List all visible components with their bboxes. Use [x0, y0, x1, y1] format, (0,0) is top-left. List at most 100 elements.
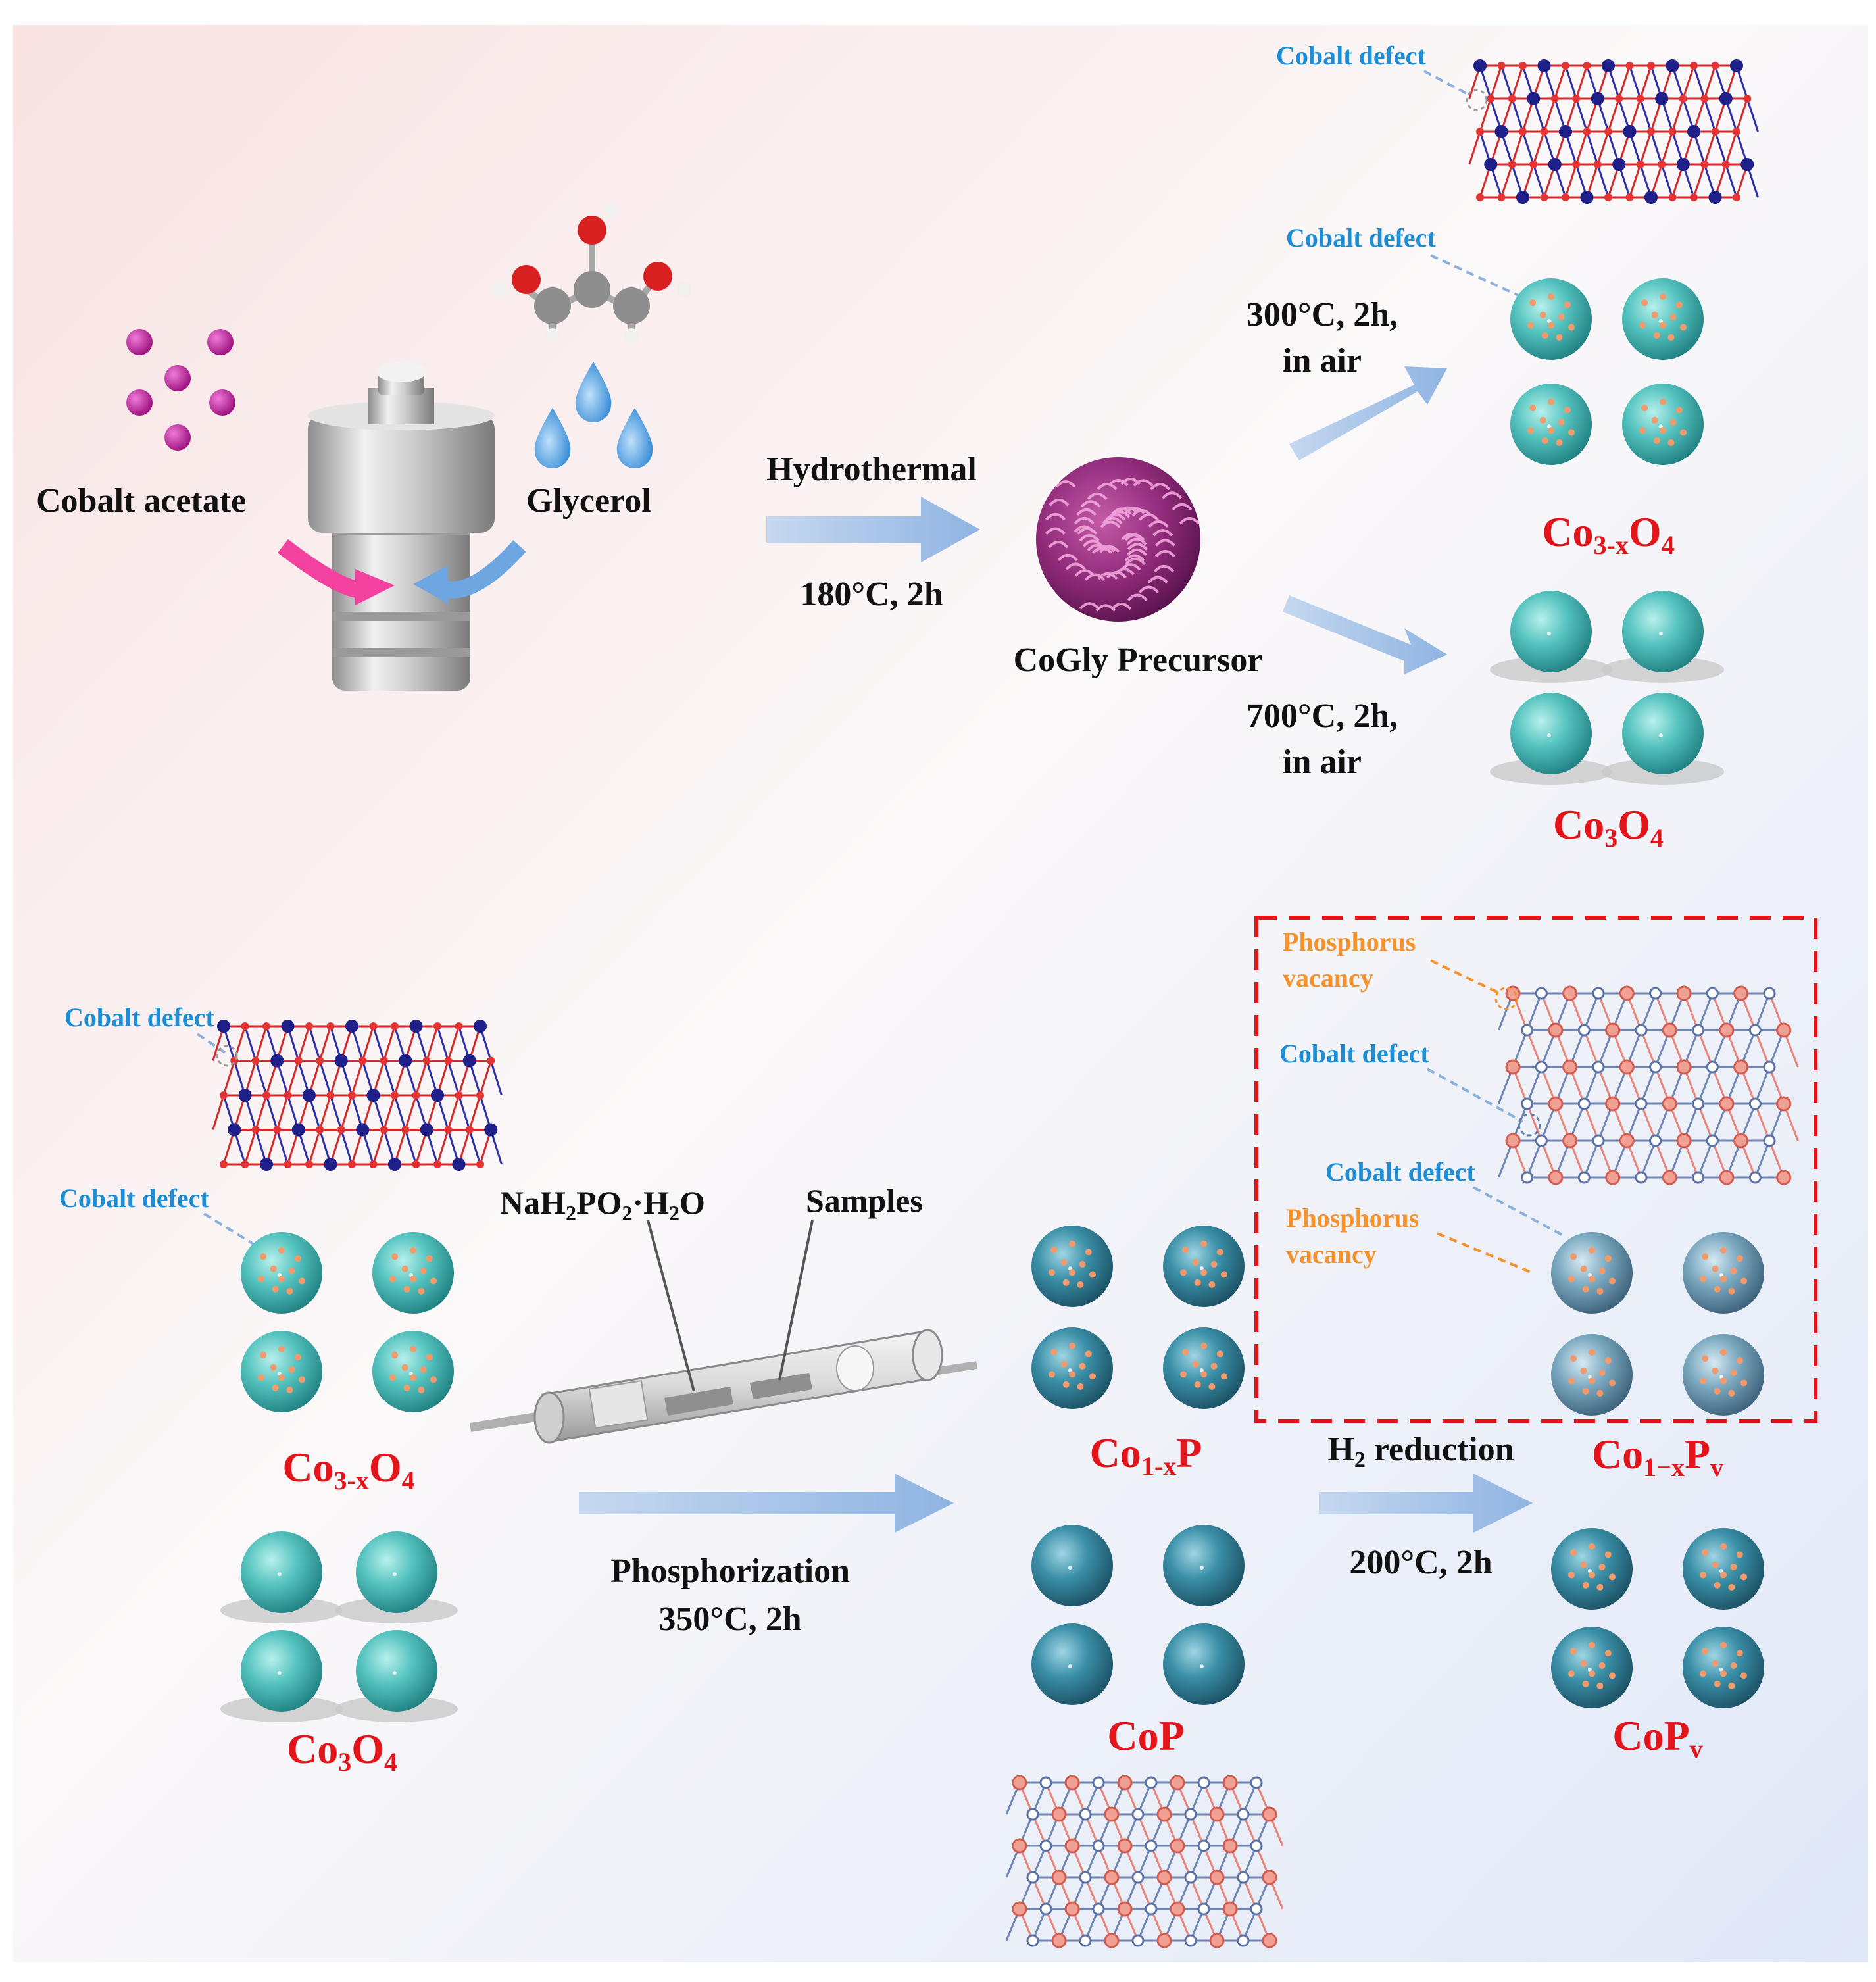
co3-xo4-sphere-defect-dot: [1548, 427, 1554, 434]
left-lattice-bond: [383, 1060, 396, 1096]
top-lattice-bond: [1543, 98, 1556, 132]
left-lattice-atom: [465, 1126, 474, 1134]
top-lattice-bond: [1682, 65, 1695, 99]
top-lattice-bond: [1639, 98, 1652, 132]
co1-xp-sphere-defect-dot: [1050, 1349, 1058, 1356]
cop-lattice-atom: [1104, 1806, 1120, 1822]
vacancy-lattice-atom: [1521, 1171, 1534, 1184]
co3-xo4-sphere-left-defect-dot: [260, 1352, 267, 1359]
cobalt-defect-marker-box: [1518, 1113, 1541, 1137]
left-lattice-atom: [251, 1126, 260, 1134]
left-lattice-atom: [380, 1126, 388, 1134]
copv-sphere-defect-dot: [1730, 1563, 1737, 1570]
precursor-petal: [1111, 507, 1132, 515]
left-lattice-bond: [447, 1095, 460, 1130]
co3-xo4-sphere-left-defect-dot: [299, 1277, 305, 1285]
top-lattice-atom: [1721, 161, 1730, 168]
left-lattice-atom: [455, 1091, 463, 1099]
co1-xp-sphere-defect-dot: [1208, 1281, 1216, 1288]
co3-xo4-sphere-left-defect-dot: [403, 1285, 410, 1293]
co3-xo4-sphere-left-defect-dot: [391, 1352, 399, 1359]
left-lattice-bond: [458, 1095, 471, 1130]
top-lattice-atom: [1700, 161, 1709, 168]
top-lattice-bond: [1500, 65, 1514, 99]
vacancy-lattice-atom: [1676, 1059, 1692, 1075]
co3-xo4-sphere-defect-dot: [1568, 324, 1575, 331]
vacancy-lattice-bond: [1754, 993, 1771, 1031]
left-lattice-atom: [281, 1020, 295, 1033]
co3-xo4-sphere-left-defect-dot: [426, 1255, 433, 1262]
left-lattice-bond: [244, 1129, 257, 1165]
co3o4-sphere-highlight: [1658, 733, 1663, 738]
co1-xp-sphere-defect-dot: [1200, 1342, 1207, 1349]
cop-lattice-atom: [1222, 1901, 1238, 1917]
cop-sphere-highlight: [1068, 1566, 1072, 1570]
co1-xp-sphere-defect-dot: [1049, 1269, 1055, 1276]
cop-lattice-atom: [1012, 1838, 1027, 1854]
co1-xpv-sphere: [1683, 1232, 1764, 1314]
co1-xpv-sphere-defect-dot: [1728, 1287, 1735, 1295]
top-lattice-atom: [1604, 193, 1612, 201]
co3o4-spheres-left: [220, 1531, 458, 1722]
precursor-petal: [1179, 516, 1200, 525]
vacancy-lattice-bond: [1583, 1103, 1600, 1141]
precursor-petal: [1127, 543, 1148, 551]
co3-xo4-sphere-defect-dot: [1653, 437, 1660, 444]
co3o4-sphere-left: [356, 1531, 437, 1613]
left-lattice-atom: [476, 1160, 484, 1168]
co3-xo4-sphere-defect-dot: [1539, 416, 1546, 424]
top-lattice-bond: [1617, 65, 1631, 99]
co3o4-title: Co3O4: [1553, 801, 1664, 853]
vacancy-lattice-atom: [1619, 1133, 1635, 1149]
co1-xp-sphere-defect-dot: [1200, 1240, 1207, 1247]
copv-spheres: [1551, 1528, 1764, 1708]
co1-xpv-sphere-defect-dot: [1609, 1277, 1616, 1285]
vacancy-lattice-bond: [1526, 1103, 1543, 1141]
left-lattice-bond: [318, 1026, 332, 1061]
top-lattice-atom: [1540, 193, 1548, 201]
precursor-petal: [1126, 548, 1147, 557]
top-lattice-bond: [1650, 131, 1663, 165]
top-lattice-atom: [1559, 125, 1572, 138]
copv-sphere: [1551, 1528, 1633, 1610]
left-lattice-atom: [474, 1020, 487, 1033]
co1-xpv-sphere-defect-dot: [1589, 1349, 1595, 1356]
co1-xp-sphere-defect-dot: [1192, 1258, 1199, 1266]
co1-xp-sphere-defect-dot: [1089, 1373, 1096, 1380]
copv-sphere-defect-dot: [1582, 1581, 1589, 1589]
co1-xpv-sphere-defect-dot: [1700, 1377, 1706, 1385]
co1-xpv-sphere-defect-dot: [1736, 1357, 1743, 1364]
co1-xpv-sphere-defect-dot: [1582, 1387, 1589, 1395]
co3o4-sphere-left-highlight: [277, 1671, 282, 1675]
co1-xpv-sphere-defect-dot: [1720, 1276, 1727, 1283]
co3-xo4-sphere-left: [241, 1232, 322, 1314]
top-lattice-atom: [1730, 59, 1743, 72]
vacancy-lattice-atom: [1748, 1097, 1762, 1110]
co3-xo4-sphere-defect-dot: [1564, 301, 1571, 309]
left-lattice-atom: [241, 1160, 249, 1168]
top-lattice-atom: [1636, 95, 1644, 103]
co1-xpv-sphere-defect-dot: [1728, 1389, 1735, 1397]
co1-xp-sphere-defect-dot: [1079, 1362, 1086, 1370]
co3-xo4-sphere-defect-dot: [1675, 407, 1683, 414]
copv-sphere-defect-dot: [1702, 1648, 1709, 1655]
left-lattice-atom: [380, 1056, 388, 1065]
co1-xp-sphere-defect-dot: [1194, 1381, 1201, 1388]
vacancy-lattice-atom: [1733, 985, 1749, 1001]
left-lattice-atom: [241, 1022, 249, 1030]
vacancy-lattice-atom: [1592, 1134, 1605, 1147]
vacancy-lattice-atom: [1676, 985, 1692, 1001]
left-lattice-atom: [345, 1020, 358, 1033]
co1-xpv-sphere: [1551, 1334, 1633, 1416]
top-lattice-atom: [1676, 158, 1690, 171]
cop-sphere-highlight: [1199, 1566, 1204, 1570]
left-lattice-atom: [348, 1160, 356, 1168]
left-lattice-atom: [391, 1091, 399, 1099]
cobalt-defect-label-box-spheres: Cobalt defect: [1325, 1157, 1475, 1187]
co1-xp-sphere-defect-dot: [1210, 1362, 1218, 1370]
co3-xo4-sphere-left-defect-dot: [288, 1267, 295, 1274]
co3-xo4-sphere-defect-dot: [1548, 322, 1554, 329]
left-lattice-bond: [222, 1060, 235, 1096]
left-lattice-atom: [412, 1091, 420, 1099]
left-lattice-atom: [444, 1056, 453, 1065]
